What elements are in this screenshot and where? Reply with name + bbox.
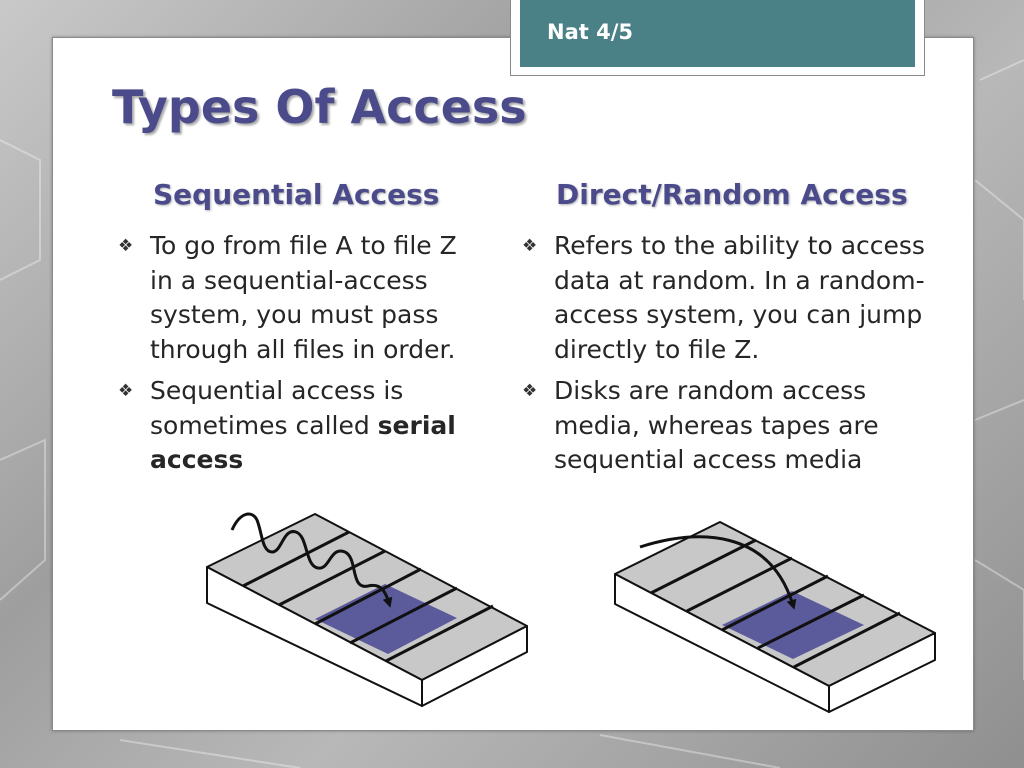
- diamond-bullet-icon: ❖: [522, 236, 538, 256]
- bullet-text: Sequential access is sometimes called: [150, 376, 404, 440]
- random-access-arrow: [639, 535, 797, 610]
- section-tab: Nat 4/5: [520, 0, 915, 67]
- diamond-bullet-icon: ❖: [522, 381, 538, 401]
- list-item: ❖ Refers to the ability to access data a…: [522, 229, 954, 367]
- list-item: ❖ To go from file A to file Z in a seque…: [118, 229, 478, 367]
- page-title: Types Of Access: [112, 80, 527, 134]
- random-heading: Direct/Random Access: [556, 178, 908, 211]
- bullet-text: To go from file A to file Z in a sequent…: [150, 231, 457, 364]
- sequential-bullet-list: ❖ To go from file A to file Z in a seque…: [118, 229, 478, 485]
- diamond-bullet-icon: ❖: [118, 381, 134, 401]
- tab-label: Nat 4/5: [547, 20, 633, 44]
- sequential-arrow: [230, 512, 393, 608]
- list-item: ❖ Disks are random access media, whereas…: [522, 374, 954, 478]
- random-bullet-list: ❖ Refers to the ability to access data a…: [522, 229, 954, 485]
- bullet-text: Disks are random access media, whereas t…: [554, 376, 879, 474]
- sequential-heading: Sequential Access: [153, 178, 440, 211]
- list-item: ❖ Sequential access is sometimes called …: [118, 374, 478, 478]
- random-access-tape-illustration: [614, 521, 936, 713]
- sequential-tape-illustration: [206, 513, 528, 707]
- diamond-bullet-icon: ❖: [118, 236, 134, 256]
- bullet-bold-text: serial access: [150, 410, 456, 475]
- bullet-text: Refers to the ability to access data at …: [554, 231, 925, 364]
